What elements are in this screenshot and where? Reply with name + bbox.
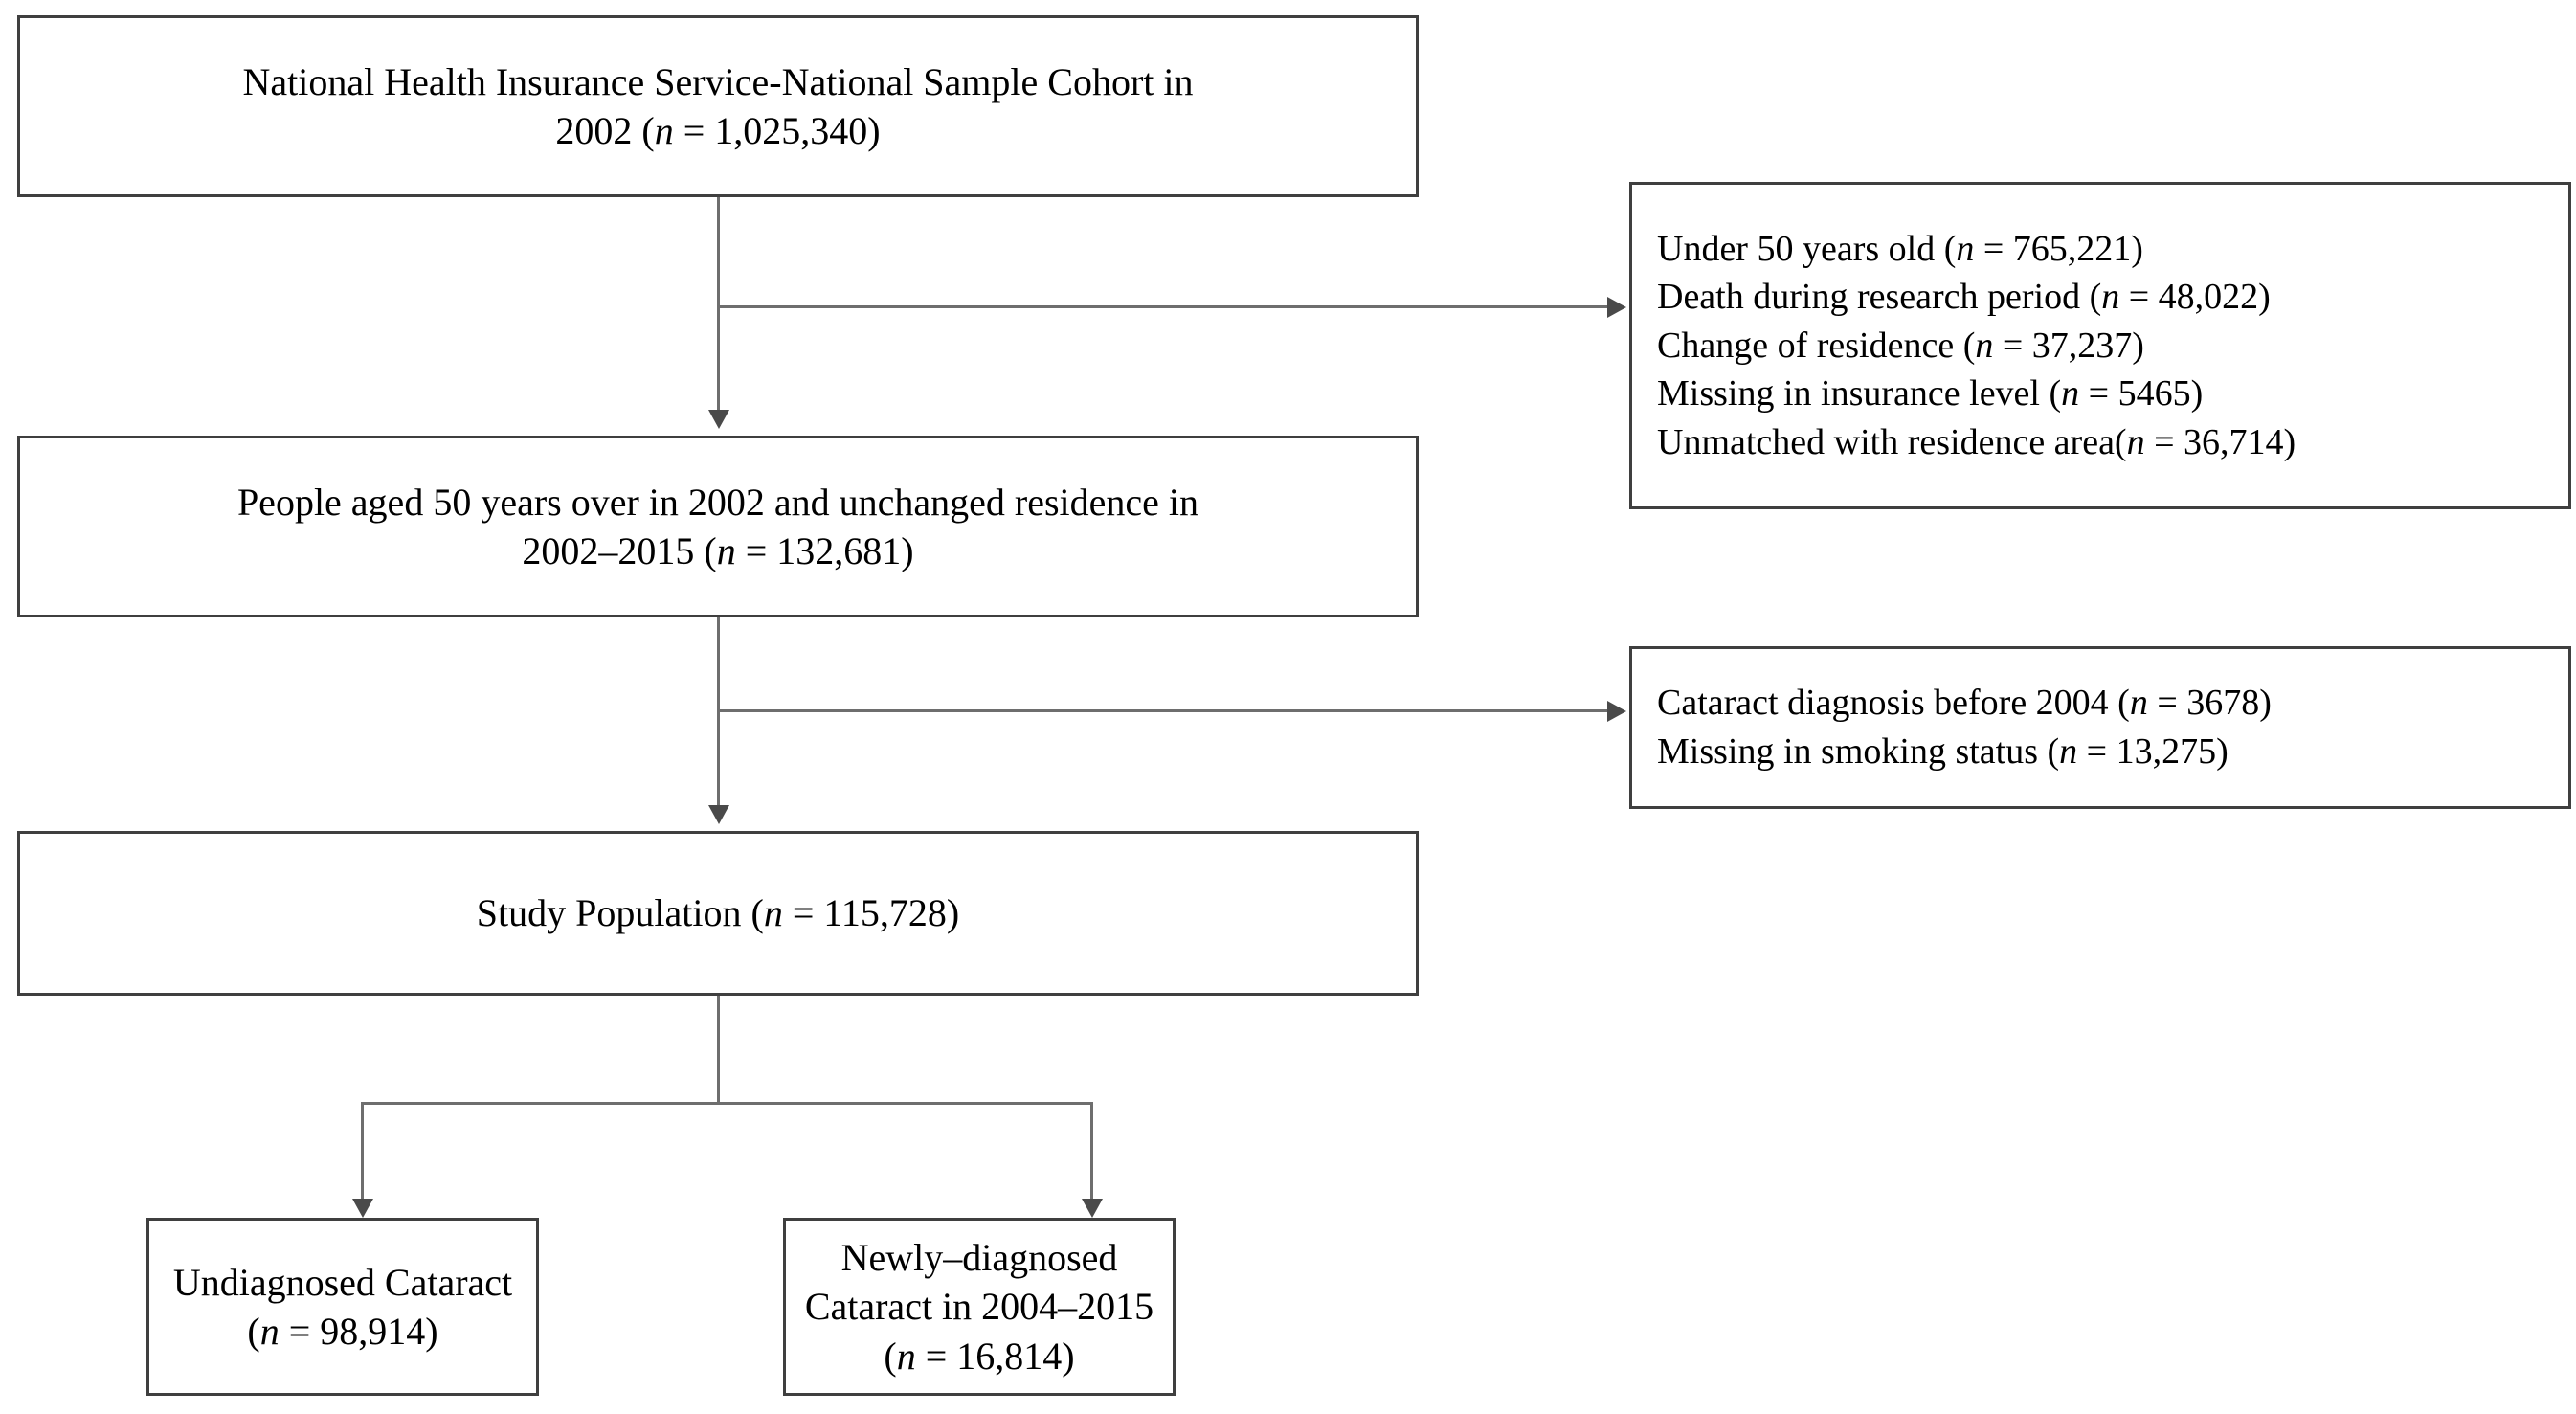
n-symbol: n [716, 529, 736, 572]
arrow-cohort-to-eligible [708, 410, 729, 429]
exclusion-2-item-1: Missing in smoking status (n = 13,275) [1657, 731, 2229, 772]
arrow-to-undiagnosed [352, 1199, 373, 1218]
arrow-exclusion-1 [1607, 297, 1626, 318]
node-eligible-population-line-2: 2002–2015 (n = 132,681) [522, 529, 914, 572]
n-symbol: n [259, 1310, 280, 1353]
connector-study-split [361, 1102, 1093, 1105]
connector-to-undiagnosed [361, 1102, 364, 1202]
arrow-exclusion-2 [1607, 701, 1626, 722]
exclusion-1-item-1: Death during research period (n = 48,022… [1657, 277, 2271, 318]
node-newly-diagnosed-cataract-line-1: Newly–diagnosed [840, 1236, 1118, 1280]
connector-exclusion-1 [717, 305, 1607, 308]
node-eligible-population: People aged 50 years over in 2002 and un… [17, 436, 1419, 617]
exclusion-1-item-2: Change of residence (n = 37,237) [1657, 325, 2144, 366]
exclusion-1-item-0: Under 50 years old (n = 765,221) [1657, 228, 2143, 269]
exclusion-1-item-3: Missing in insurance level (n = 5465) [1657, 373, 2204, 415]
node-national-cohort: National Health Insurance Service-Nation… [17, 15, 1419, 197]
n-symbol: n [654, 109, 674, 152]
n-symbol: n [2129, 683, 2148, 724]
arrow-to-newly-diagnosed [1082, 1199, 1103, 1218]
connector-exclusion-2 [717, 709, 1607, 712]
exclusion-block-2: Cataract diagnosis before 2004 (n = 3678… [1629, 646, 2571, 809]
n-symbol: n [896, 1334, 916, 1378]
exclusion-block-1: Under 50 years old (n = 765,221) Death d… [1629, 182, 2571, 509]
node-study-population-line-1: Study Population (n = 115,728) [476, 891, 960, 935]
node-national-cohort-line-1: National Health Insurance Service-Nation… [242, 59, 1194, 103]
exclusion-2-item-0: Cataract diagnosis before 2004 (n = 3678… [1657, 683, 2272, 724]
node-undiagnosed-cataract-line-1: Undiagnosed Cataract [172, 1260, 513, 1304]
node-eligible-population-line-1: People aged 50 years over in 2002 and un… [236, 480, 1199, 524]
connector-cohort-to-eligible [717, 197, 720, 410]
node-newly-diagnosed-cataract-line-3: (n = 16,814) [884, 1334, 1075, 1378]
n-symbol: n [2059, 731, 2078, 772]
connector-study-stem [717, 996, 720, 1104]
n-symbol: n [1975, 325, 1994, 366]
n-symbol: n [2061, 373, 2080, 415]
node-newly-diagnosed-cataract-line-2: Cataract in 2004–2015 [804, 1285, 1154, 1329]
n-symbol: n [1956, 228, 1975, 269]
node-undiagnosed-cataract-line-2: (n = 98,914) [247, 1310, 438, 1353]
n-symbol: n [2101, 277, 2120, 318]
exclusion-1-item-4: Unmatched with residence area(n = 36,714… [1657, 421, 2296, 462]
arrow-eligible-to-study [708, 805, 729, 824]
n-symbol: n [2126, 421, 2145, 462]
connector-to-newly-diagnosed [1090, 1102, 1093, 1202]
node-national-cohort-line-2: 2002 (n = 1,025,340) [555, 109, 881, 152]
node-newly-diagnosed-cataract: Newly–diagnosed Cataract in 2004–2015 (n… [783, 1218, 1176, 1396]
node-study-population: Study Population (n = 115,728) [17, 831, 1419, 996]
node-undiagnosed-cataract: Undiagnosed Cataract (n = 98,914) [146, 1218, 539, 1396]
n-symbol: n [763, 891, 783, 935]
